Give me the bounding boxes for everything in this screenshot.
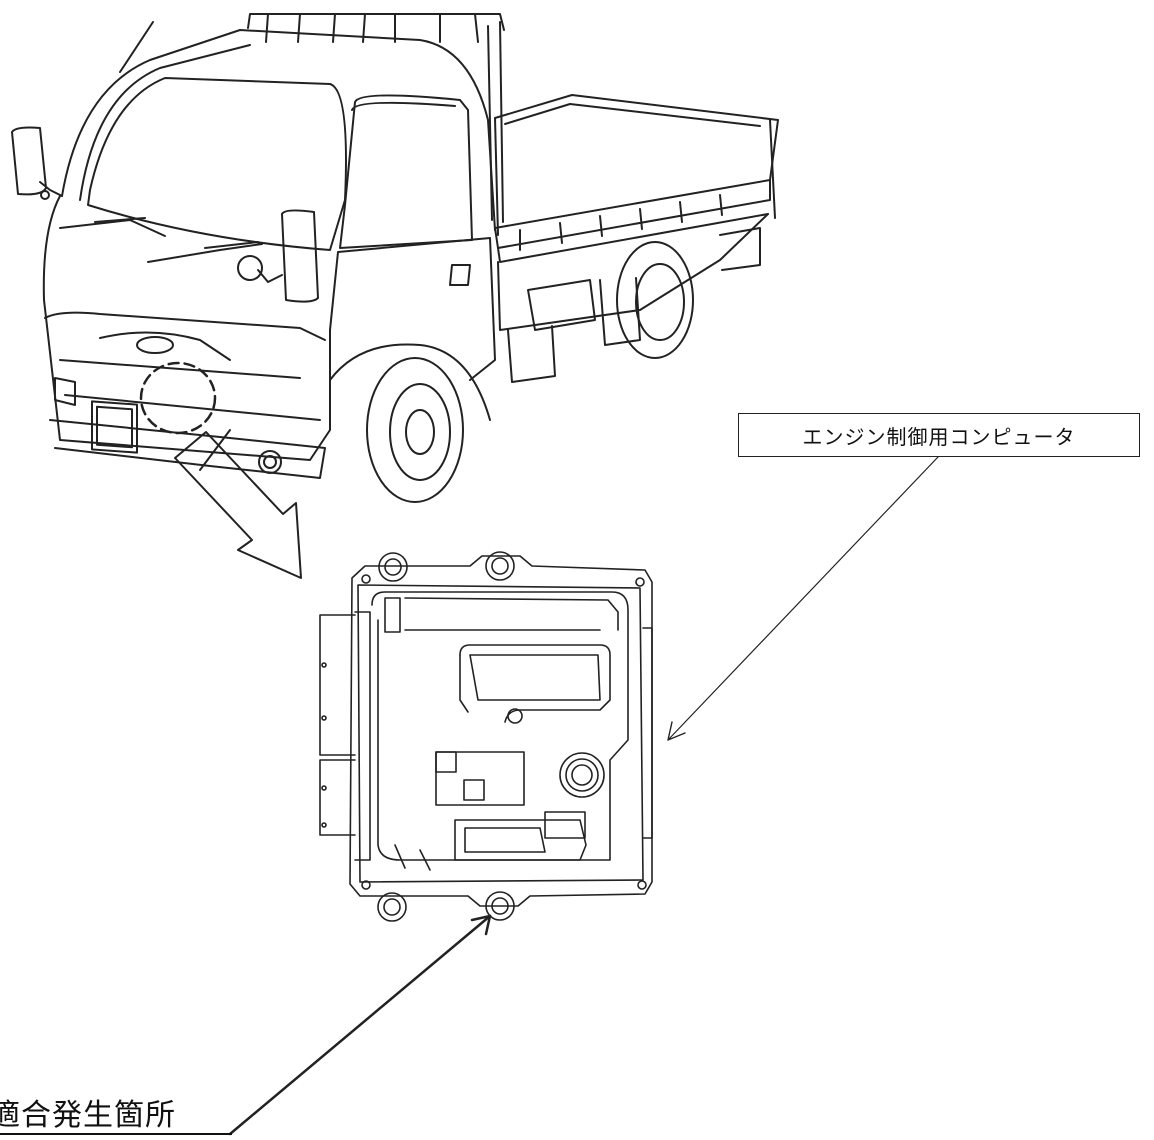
ecu-illustration (319, 551, 653, 922)
callout-arrow (174, 431, 302, 579)
truck-illustration (11, 13, 779, 503)
defect-leader-line (228, 914, 492, 1136)
defect-leader-arrowhead (470, 914, 492, 936)
defect-location-label: 適合発生箇所 (0, 1098, 176, 1133)
component-leader-arrowhead (667, 721, 686, 741)
highlight-circle (139, 361, 217, 435)
component-leader-line (667, 456, 939, 741)
component-label: エンジン制御用コンピュータ (738, 413, 1140, 457)
defect-label-underline (0, 1133, 232, 1135)
component-label-text: エンジン制御用コンピュータ (802, 424, 1076, 449)
